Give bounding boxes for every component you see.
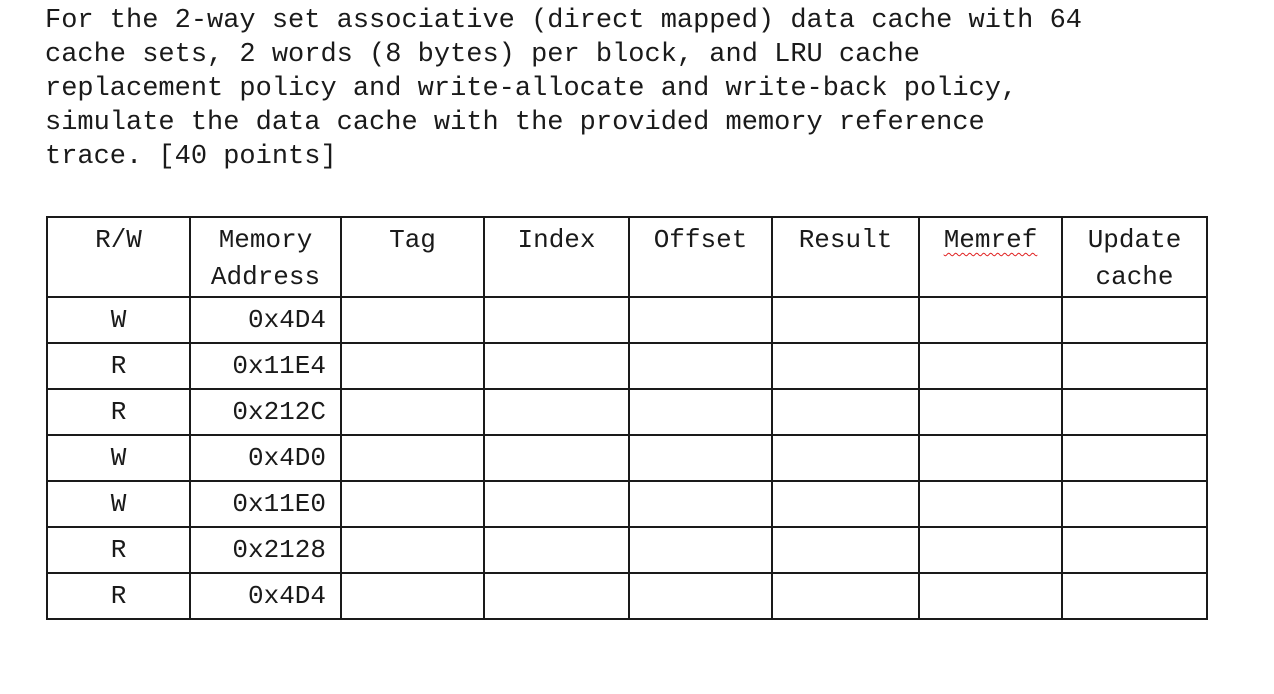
cell-index[interactable]	[483, 342, 630, 390]
cell-update-cache[interactable]	[1061, 296, 1208, 344]
cell-memref[interactable]	[918, 296, 1063, 344]
question-line: replacement policy and write-allocate an…	[45, 74, 1018, 104]
cell-result[interactable]	[771, 434, 920, 482]
cell-tag[interactable]	[340, 342, 485, 390]
header-memref: Memref	[918, 216, 1063, 298]
cell-index[interactable]	[483, 388, 630, 436]
cell-update-cache[interactable]	[1061, 342, 1208, 390]
cell-offset[interactable]	[628, 526, 773, 574]
question-line: trace. [40 points]	[45, 142, 337, 172]
table-row: W 0x4D0	[46, 434, 1208, 482]
cell-address: 0x11E4	[189, 342, 342, 390]
question-line: simulate the data cache with the provide…	[45, 108, 985, 138]
cell-update-cache[interactable]	[1061, 480, 1208, 528]
cell-memref[interactable]	[918, 434, 1063, 482]
cell-address: 0x4D4	[189, 572, 342, 620]
table-row: R 0x2128	[46, 526, 1208, 574]
cell-tag[interactable]	[340, 572, 485, 620]
cell-address: 0x212C	[189, 388, 342, 436]
table-row: W 0x4D4	[46, 296, 1208, 344]
cell-tag[interactable]	[340, 388, 485, 436]
cell-memref[interactable]	[918, 388, 1063, 436]
cell-address: 0x11E0	[189, 480, 342, 528]
cell-offset[interactable]	[628, 434, 773, 482]
cell-rw: R	[46, 572, 191, 620]
memory-trace-table: R/W Memory Address Tag Index Offset Resu…	[46, 216, 1208, 620]
cell-rw: W	[46, 296, 191, 344]
cell-index[interactable]	[483, 572, 630, 620]
cell-address: 0x4D4	[189, 296, 342, 344]
cell-offset[interactable]	[628, 388, 773, 436]
cell-index[interactable]	[483, 296, 630, 344]
cell-result[interactable]	[771, 296, 920, 344]
header-tag: Tag	[340, 216, 485, 298]
cell-update-cache[interactable]	[1061, 526, 1208, 574]
cell-result[interactable]	[771, 480, 920, 528]
cell-rw: R	[46, 342, 191, 390]
cell-memref[interactable]	[918, 572, 1063, 620]
cell-offset[interactable]	[628, 572, 773, 620]
cell-offset[interactable]	[628, 342, 773, 390]
cell-memref[interactable]	[918, 480, 1063, 528]
cell-address: 0x2128	[189, 526, 342, 574]
cell-update-cache[interactable]	[1061, 434, 1208, 482]
cell-tag[interactable]	[340, 296, 485, 344]
cell-result[interactable]	[771, 388, 920, 436]
cell-memref[interactable]	[918, 526, 1063, 574]
cell-offset[interactable]	[628, 296, 773, 344]
cell-tag[interactable]	[340, 526, 485, 574]
cell-result[interactable]	[771, 572, 920, 620]
table-row: R 0x4D4	[46, 572, 1208, 620]
cell-rw: W	[46, 434, 191, 482]
header-index: Index	[483, 216, 630, 298]
cell-tag[interactable]	[340, 434, 485, 482]
cell-address: 0x4D0	[189, 434, 342, 482]
question-text: For the 2-way set associative (direct ma…	[45, 4, 1245, 174]
header-offset: Offset	[628, 216, 773, 298]
cell-rw: R	[46, 388, 191, 436]
question-line: cache sets, 2 words (8 bytes) per block,…	[45, 40, 920, 70]
cell-update-cache[interactable]	[1061, 388, 1208, 436]
cell-memref[interactable]	[918, 342, 1063, 390]
header-update-cache: Update cache	[1061, 216, 1208, 298]
question-line: For the 2-way set associative (direct ma…	[45, 6, 1082, 36]
cell-index[interactable]	[483, 480, 630, 528]
header-result: Result	[771, 216, 920, 298]
cell-result[interactable]	[771, 526, 920, 574]
cell-tag[interactable]	[340, 480, 485, 528]
memref-spellcheck-word: Memref	[943, 225, 1038, 255]
cell-index[interactable]	[483, 526, 630, 574]
cell-update-cache[interactable]	[1061, 572, 1208, 620]
table-header-row: R/W Memory Address Tag Index Offset Resu…	[46, 216, 1208, 298]
header-memory-address: Memory Address	[189, 216, 342, 298]
header-rw: R/W	[46, 216, 191, 298]
cell-index[interactable]	[483, 434, 630, 482]
cell-offset[interactable]	[628, 480, 773, 528]
table-row: R 0x212C	[46, 388, 1208, 436]
table-row: R 0x11E4	[46, 342, 1208, 390]
cell-rw: W	[46, 480, 191, 528]
cell-result[interactable]	[771, 342, 920, 390]
cell-rw: R	[46, 526, 191, 574]
table-row: W 0x11E0	[46, 480, 1208, 528]
